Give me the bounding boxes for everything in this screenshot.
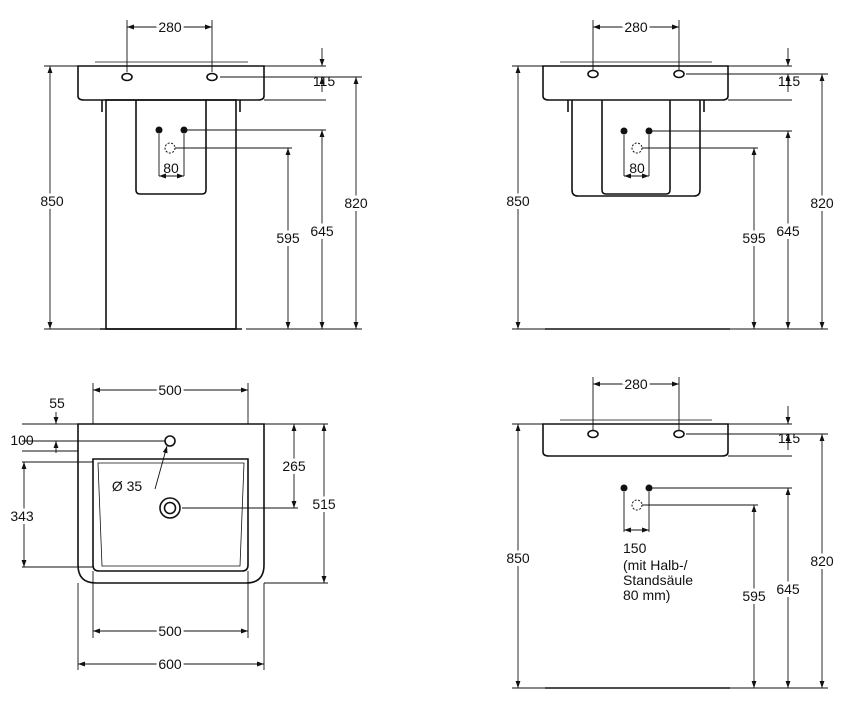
dimension-total-width: 600 <box>77 583 265 675</box>
waste-outlet-icon <box>159 497 181 519</box>
tap-spacing-label: 280 <box>624 376 648 392</box>
semi-pedestal-note-line-1: (mit Halb-/ <box>623 557 688 573</box>
rim-height-label: 820 <box>810 553 834 569</box>
dimension-pipe-height: 645 <box>773 488 803 688</box>
waste-spacing-label: 150 <box>623 540 647 556</box>
bowl-width-bottom-label: 500 <box>158 623 182 639</box>
dimension-rim-height: 820 <box>807 434 837 688</box>
tap-hole-icon <box>206 72 218 82</box>
dimension-tap-offset: 55 100 <box>10 395 165 453</box>
dimension-waste-spacing: 80 <box>158 134 185 179</box>
supply-pipe-icon <box>620 127 628 135</box>
dimension-rim-height: 820 <box>341 77 371 329</box>
supply-pipe-icon <box>180 126 188 134</box>
dimension-waste-depth: 265 <box>279 424 309 508</box>
dimension-pipe-height: 645 <box>307 130 337 329</box>
tap-spacing-label: 280 <box>158 19 182 35</box>
deck-height-label: 115 <box>313 73 336 89</box>
dimension-bowl-width-bottom: 500 <box>92 571 249 642</box>
supply-pipe-icon <box>645 484 653 492</box>
front-view-wall-hung: 280 115 80 850 595 <box>503 17 837 330</box>
dimension-waste-spacing: 80 <box>623 135 650 179</box>
total-height-label: 850 <box>40 193 64 209</box>
dimension-deck-height: 115 <box>220 48 336 101</box>
tap-hole-icon <box>673 429 685 439</box>
total-height-label: 850 <box>506 193 530 209</box>
dimension-tap-spacing: 280 <box>592 374 680 430</box>
tap-hole-icon <box>587 69 599 79</box>
waste-spacing-label: 80 <box>163 160 179 176</box>
waste-depth-label: 265 <box>282 458 306 474</box>
tap-offset-top-label: 55 <box>49 395 65 411</box>
deck-height-label: 115 <box>778 430 801 446</box>
dimension-tap-spacing: 280 <box>592 17 680 70</box>
dimension-total-height: 850 <box>503 424 533 688</box>
deck-height-label: 115 <box>778 73 801 89</box>
dimension-waste-spacing: 150 (mit Halb-/ Standsäule 80 mm) <box>623 492 693 603</box>
total-height-label: 850 <box>506 550 530 566</box>
dimension-waste-height: 595 <box>739 148 769 329</box>
dimension-tap-spacing: 280 <box>126 17 213 72</box>
waste-outlet-icon <box>631 499 643 511</box>
basin-outline <box>77 61 265 101</box>
tap-hole-icon <box>673 69 685 79</box>
tap-hole-icon <box>587 429 599 439</box>
front-view-semi-pedestal: 280 115 150 (mit Halb-/ Standsäule 80 mm… <box>503 374 837 689</box>
semi-pedestal-note-line-2: Standsäule <box>623 572 693 588</box>
dimension-total-depth: 515 <box>309 424 339 583</box>
total-width-label: 600 <box>158 656 182 672</box>
semi-pedestal-note-line-3: 80 mm) <box>623 587 670 603</box>
dimension-total-height: 850 <box>37 66 67 329</box>
supply-pipe-icon <box>155 126 163 134</box>
waste-outlet-icon <box>631 142 643 154</box>
waste-height-label: 595 <box>742 588 766 604</box>
basin-plan-outline <box>77 423 265 584</box>
dimension-rim-height: 820 <box>807 74 837 329</box>
dimension-bowl-depth: 343 <box>7 462 37 567</box>
front-view-pedestal: 280 115 80 850 595 <box>37 17 371 330</box>
tap-spacing-label: 280 <box>624 19 648 35</box>
bowl-depth-label: 343 <box>10 508 34 524</box>
dimension-tap-hole-diameter: Ø 35 <box>109 445 168 497</box>
trap-cover-outline <box>567 100 705 197</box>
supply-pipe-icon <box>645 127 653 135</box>
tap-hole-icon <box>164 435 176 447</box>
pedestal-outline <box>100 99 242 330</box>
total-depth-label: 515 <box>312 496 336 512</box>
tap-hole-icon <box>121 72 133 82</box>
waste-spacing-label: 80 <box>629 160 645 176</box>
plan-view: 500 55 100 Ø 35 265 515 3 <box>7 380 339 675</box>
waste-height-label: 595 <box>276 230 300 246</box>
basin-outline <box>542 61 729 101</box>
dimension-total-height: 850 <box>503 66 533 329</box>
pipe-height-label: 645 <box>310 223 334 239</box>
supply-pipe-icon <box>620 484 628 492</box>
dimension-waste-height: 595 <box>273 148 303 329</box>
basin-outline <box>542 419 729 457</box>
dimension-deck-height: 115 <box>686 406 801 457</box>
pipe-height-label: 645 <box>776 223 800 239</box>
waste-outlet-icon <box>164 142 176 154</box>
dimension-waste-height: 595 <box>739 505 769 688</box>
bowl-width-top-label: 500 <box>158 382 182 398</box>
tap-offset-front-label: 100 <box>10 432 34 448</box>
dimension-pipe-height: 645 <box>773 131 803 329</box>
pipe-height-label: 645 <box>776 581 800 597</box>
rim-height-label: 820 <box>344 195 368 211</box>
tap-hole-diameter-label: Ø 35 <box>112 478 143 494</box>
waste-height-label: 595 <box>742 230 766 246</box>
rim-height-label: 820 <box>810 195 834 211</box>
dimension-bowl-width-top: 500 <box>92 380 249 424</box>
